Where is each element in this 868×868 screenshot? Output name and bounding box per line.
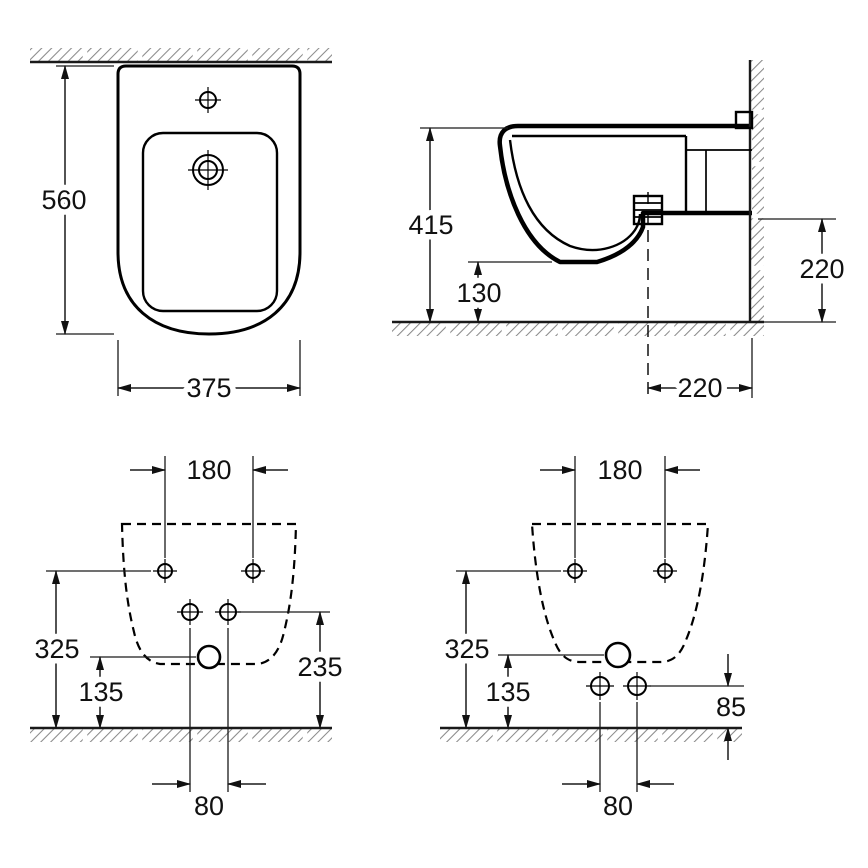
fixing-hole: [241, 559, 265, 583]
floor-hatch-gaps: [82, 727, 308, 743]
dim-label-side-height: 325: [34, 634, 79, 664]
fixing-hole: [563, 559, 587, 583]
fixing-hole: [153, 559, 177, 583]
connection-hole: [215, 599, 241, 625]
wall-hatch-gaps: [82, 46, 308, 63]
dimension-80: 80: [562, 702, 674, 827]
dim-label-drain-height: 135: [78, 677, 123, 707]
inlet-detail: [734, 110, 754, 130]
dim-label-side-height: 415: [408, 210, 453, 240]
floor-hatch-gaps: [492, 727, 718, 743]
rear-view-a: 180 325 135 235 80: [29, 450, 348, 827]
drain-hole: [196, 644, 222, 670]
bidet-hidden-outline: [120, 522, 298, 666]
fixing-hole: [653, 559, 677, 583]
dim-label-top-holes: 180: [597, 455, 642, 485]
tap-hole: [195, 87, 221, 113]
dimension-85: 85: [650, 654, 752, 760]
dim-label-bottom-holes: 80: [603, 791, 633, 821]
dimension-220-outlet-height: 220: [758, 218, 850, 323]
drain-hole: [188, 150, 228, 190]
dimension-560: 560: [36, 65, 114, 335]
dimension-325: 325: [439, 570, 561, 729]
bidet-hidden-outline: [530, 522, 710, 664]
dim-label-side-height: 325: [444, 634, 489, 664]
dimension-80: 80: [152, 628, 266, 827]
dim-label-lower-holes-height: 85: [716, 692, 746, 722]
connection-hole: [586, 672, 614, 700]
dim-label-drain-height: 135: [485, 677, 530, 707]
dimension-180: 180: [540, 450, 700, 558]
wall-hatch: [30, 48, 332, 62]
drain-hole: [604, 641, 632, 669]
dim-label-outlet-offset: 220: [677, 373, 722, 403]
dim-label-rim-to-floor: 130: [456, 278, 501, 308]
dimension-325: 325: [29, 570, 151, 729]
dimension-415: 415: [403, 127, 508, 323]
connection-hole: [177, 599, 203, 625]
dimension-135: 135: [73, 656, 196, 729]
plan-view: 560 375: [30, 46, 332, 409]
dimension-180: 180: [130, 450, 288, 558]
floor-hatch: [30, 728, 332, 742]
dim-label-bottom-holes: 80: [194, 791, 224, 821]
dim-label-outlet-height: 220: [799, 254, 844, 284]
dim-label-top-holes: 180: [186, 455, 231, 485]
floor-hatch: [440, 728, 742, 742]
dimension-135: 135: [480, 654, 604, 729]
rear-view-b: 180 325 135 85 80: [439, 450, 752, 827]
dim-label-mid-holes-height: 235: [297, 652, 342, 682]
side-view: 415 130 220 220: [392, 60, 850, 409]
dimension-375: 375: [117, 340, 301, 409]
bidet-profile: [497, 123, 752, 265]
wall-hatch: [750, 60, 764, 322]
dimension-130: 130: [451, 261, 552, 323]
connection-hole: [623, 672, 651, 700]
basin-outline: [141, 131, 279, 313]
dimension-220-outlet-offset: 220: [647, 338, 753, 409]
dimension-235: 235: [238, 611, 348, 729]
dim-label-plan-width: 375: [186, 373, 231, 403]
floor-hatch-gaps: [445, 321, 731, 337]
dim-label-plan-height: 560: [41, 185, 86, 215]
